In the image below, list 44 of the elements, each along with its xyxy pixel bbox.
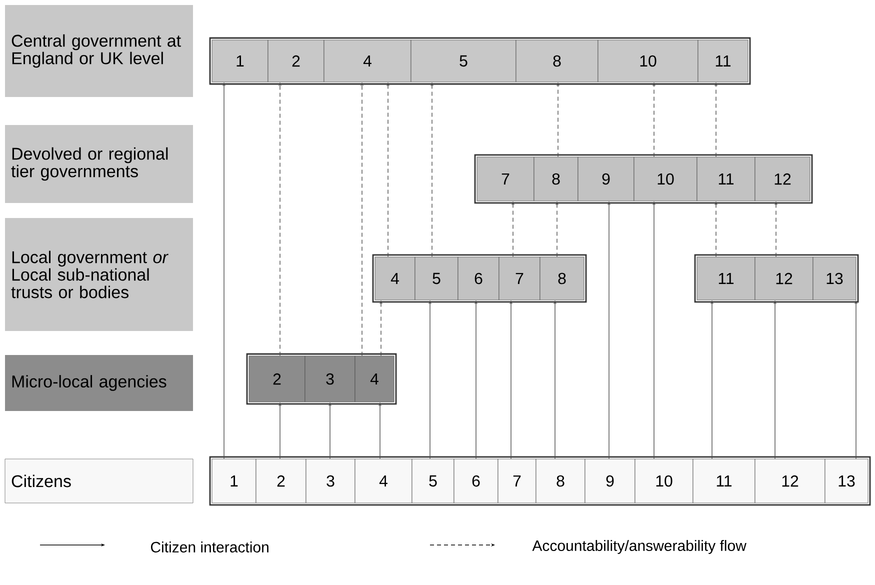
legend-label: Citizen interaction xyxy=(150,541,268,552)
tier-label: Micro-local agencies xyxy=(5,354,193,411)
number-cell: 8 xyxy=(540,256,584,300)
number-cell: 7 xyxy=(498,458,536,504)
number-cell: 11 xyxy=(696,156,756,202)
number-cell: 11 xyxy=(696,256,756,300)
tier-label: Citizens xyxy=(4,458,194,504)
number-cell: 9 xyxy=(584,458,636,504)
number-cell: 4 xyxy=(374,256,416,300)
number-cell: 3 xyxy=(304,356,356,402)
number-cell: 7 xyxy=(476,156,534,202)
number-cell: 1 xyxy=(212,40,268,82)
number-cell: 9 xyxy=(578,156,634,202)
number-cell: 8 xyxy=(516,40,598,82)
number-cell: 5 xyxy=(412,458,454,504)
number-cell: 4 xyxy=(354,458,412,504)
number-cell: 2 xyxy=(256,458,306,504)
number-cell: 5 xyxy=(414,256,458,300)
tier-label: Local government or Local sub-national trusts or bodies xyxy=(5,218,193,331)
number-cell: 10 xyxy=(634,156,698,202)
number-cell: 1 xyxy=(212,458,256,504)
number-cell: 4 xyxy=(324,40,412,82)
number-cell: 4 xyxy=(354,356,394,402)
tier-label: Devolved or regional tier governments xyxy=(5,125,193,203)
number-cell: 13 xyxy=(824,458,868,504)
number-cell: 8 xyxy=(534,156,578,202)
tier-label: Central government at England or UK level xyxy=(5,4,193,97)
number-cell: 12 xyxy=(754,256,814,300)
number-cell: 7 xyxy=(498,256,540,300)
number-cell: 6 xyxy=(454,458,498,504)
number-cell: 6 xyxy=(458,256,500,300)
number-cell: 11 xyxy=(698,40,748,82)
number-cell: 5 xyxy=(410,40,516,82)
number-cell: 12 xyxy=(754,458,826,504)
number-cell: 12 xyxy=(754,156,810,202)
number-cell: 10 xyxy=(598,40,698,82)
number-cell: 8 xyxy=(536,458,586,504)
number-cell: 10 xyxy=(634,458,694,504)
legend-label: Accountability/answerability flow xyxy=(532,540,746,554)
number-cell: 13 xyxy=(812,256,856,300)
number-cell: 2 xyxy=(248,356,306,402)
number-cell: 2 xyxy=(268,40,324,82)
number-cell: 3 xyxy=(306,458,356,504)
number-cell: 11 xyxy=(692,458,756,504)
